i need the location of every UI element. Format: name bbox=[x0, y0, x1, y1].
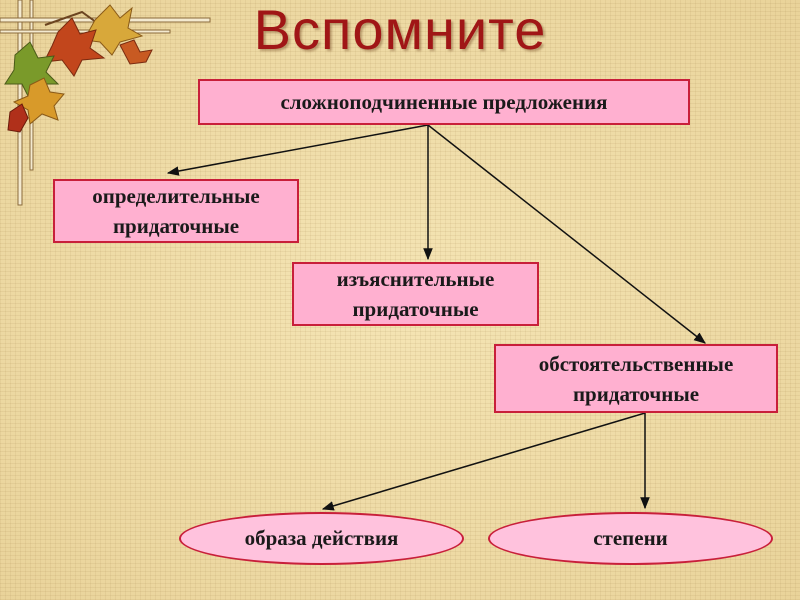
arrow-adverbial-to-manner bbox=[321, 412, 646, 511]
complex-sentences-box: сложноподчиненные предложения bbox=[198, 79, 690, 125]
manner-of-action-oval: образа действия bbox=[179, 512, 464, 565]
definitive-clauses-box: определительные придаточные bbox=[53, 179, 299, 243]
degree-label: степени bbox=[593, 526, 668, 550]
slide-title: Вспомните bbox=[253, 0, 547, 61]
adverbial-clauses-box: обстоятельственные придаточные bbox=[494, 344, 778, 413]
definitive-clauses-line1: определительные bbox=[92, 184, 260, 208]
adverbial-clauses-line2: придаточные bbox=[572, 381, 700, 406]
degree-oval: степени bbox=[488, 512, 773, 565]
arrow-root-to-definitive bbox=[166, 124, 429, 176]
manner-of-action-label: образа действия bbox=[244, 526, 399, 550]
explanatory-clauses-line2: придаточные bbox=[352, 297, 479, 321]
complex-sentences-label: сложноподчиненные предложения bbox=[280, 90, 608, 114]
adverbial-clauses-line1: обстоятельственные bbox=[538, 351, 734, 376]
arrow-root-to-adverbial bbox=[427, 124, 706, 344]
explanatory-clauses-line1: изъяснительные bbox=[336, 267, 495, 291]
autumn-leaves-decoration bbox=[0, 0, 211, 206]
definitive-clauses-line2: придаточные bbox=[112, 214, 240, 238]
explanatory-clauses-box: изъяснительные придаточные bbox=[292, 262, 539, 326]
